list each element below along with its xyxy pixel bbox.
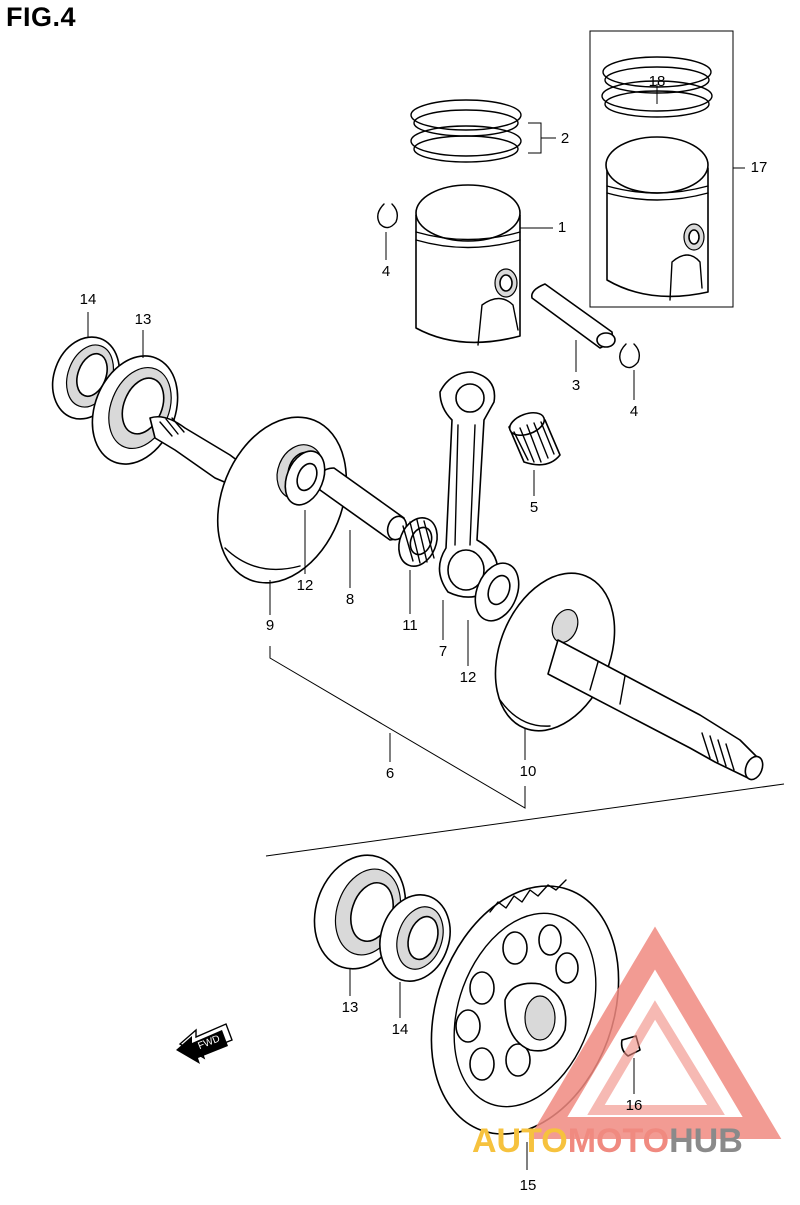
watermark-auto: AUTO (472, 1122, 568, 1160)
label-4b: 4 (630, 403, 638, 420)
piston-set-box (589, 30, 745, 308)
label-2: 2 (561, 130, 569, 147)
label-18: 18 (649, 73, 666, 90)
label-13b: 13 (342, 999, 359, 1016)
label-12b: 12 (460, 669, 477, 686)
callout-labels: 1 2 3 4 4 5 6 7 8 9 10 11 12 12 13 13 14… (80, 73, 768, 1194)
label-7: 7 (439, 643, 447, 660)
figure-title: FIG.4 (6, 2, 77, 32)
label-16: 16 (626, 1097, 643, 1114)
thrust-washer-left (284, 450, 326, 574)
label-14a: 14 (80, 291, 97, 308)
svg-text:AUTOMOTOHUB: AUTOMOTOHUB (472, 1122, 743, 1160)
label-8: 8 (346, 591, 354, 608)
label-15: 15 (520, 1177, 537, 1194)
crank-bearing-bottom (313, 854, 407, 996)
crank-half-right (494, 572, 764, 781)
piston-set-frame (589, 30, 734, 308)
piston-pin-circlip-left (377, 203, 399, 260)
small-end-bearing (508, 411, 561, 496)
watermark-hub: HUB (669, 1122, 743, 1160)
label-5: 5 (530, 499, 538, 516)
piston (415, 184, 553, 346)
label-10: 10 (520, 763, 537, 780)
crank-half-left (149, 415, 348, 615)
automotohub-watermark: AUTOMOTOHUB (472, 926, 782, 1160)
connecting-rod (438, 371, 499, 640)
label-17: 17 (751, 159, 768, 176)
label-11: 11 (402, 617, 418, 634)
label-6: 6 (386, 765, 394, 782)
gear-holes (455, 924, 579, 1081)
forward-arrow-icon: FWD (176, 1023, 233, 1064)
label-4a: 4 (382, 263, 390, 280)
oil-seal-bottom (379, 894, 451, 1018)
big-end-bearing (398, 517, 438, 614)
piston-ring-set (410, 99, 556, 163)
section-divider (265, 783, 785, 857)
piston-pin-circlip-right (619, 343, 641, 400)
label-3: 3 (572, 377, 580, 394)
label-1: 1 (558, 219, 566, 236)
watermark-moto: MOTO (568, 1122, 669, 1160)
crankshaft-assembly-bracket (269, 646, 526, 809)
piston-pin (530, 283, 616, 372)
label-12a: 12 (297, 577, 314, 594)
label-9: 9 (266, 617, 274, 634)
label-13a: 13 (135, 311, 152, 328)
label-14b: 14 (392, 1021, 409, 1038)
thrust-washer-right (467, 562, 520, 666)
piston-small (605, 136, 709, 301)
